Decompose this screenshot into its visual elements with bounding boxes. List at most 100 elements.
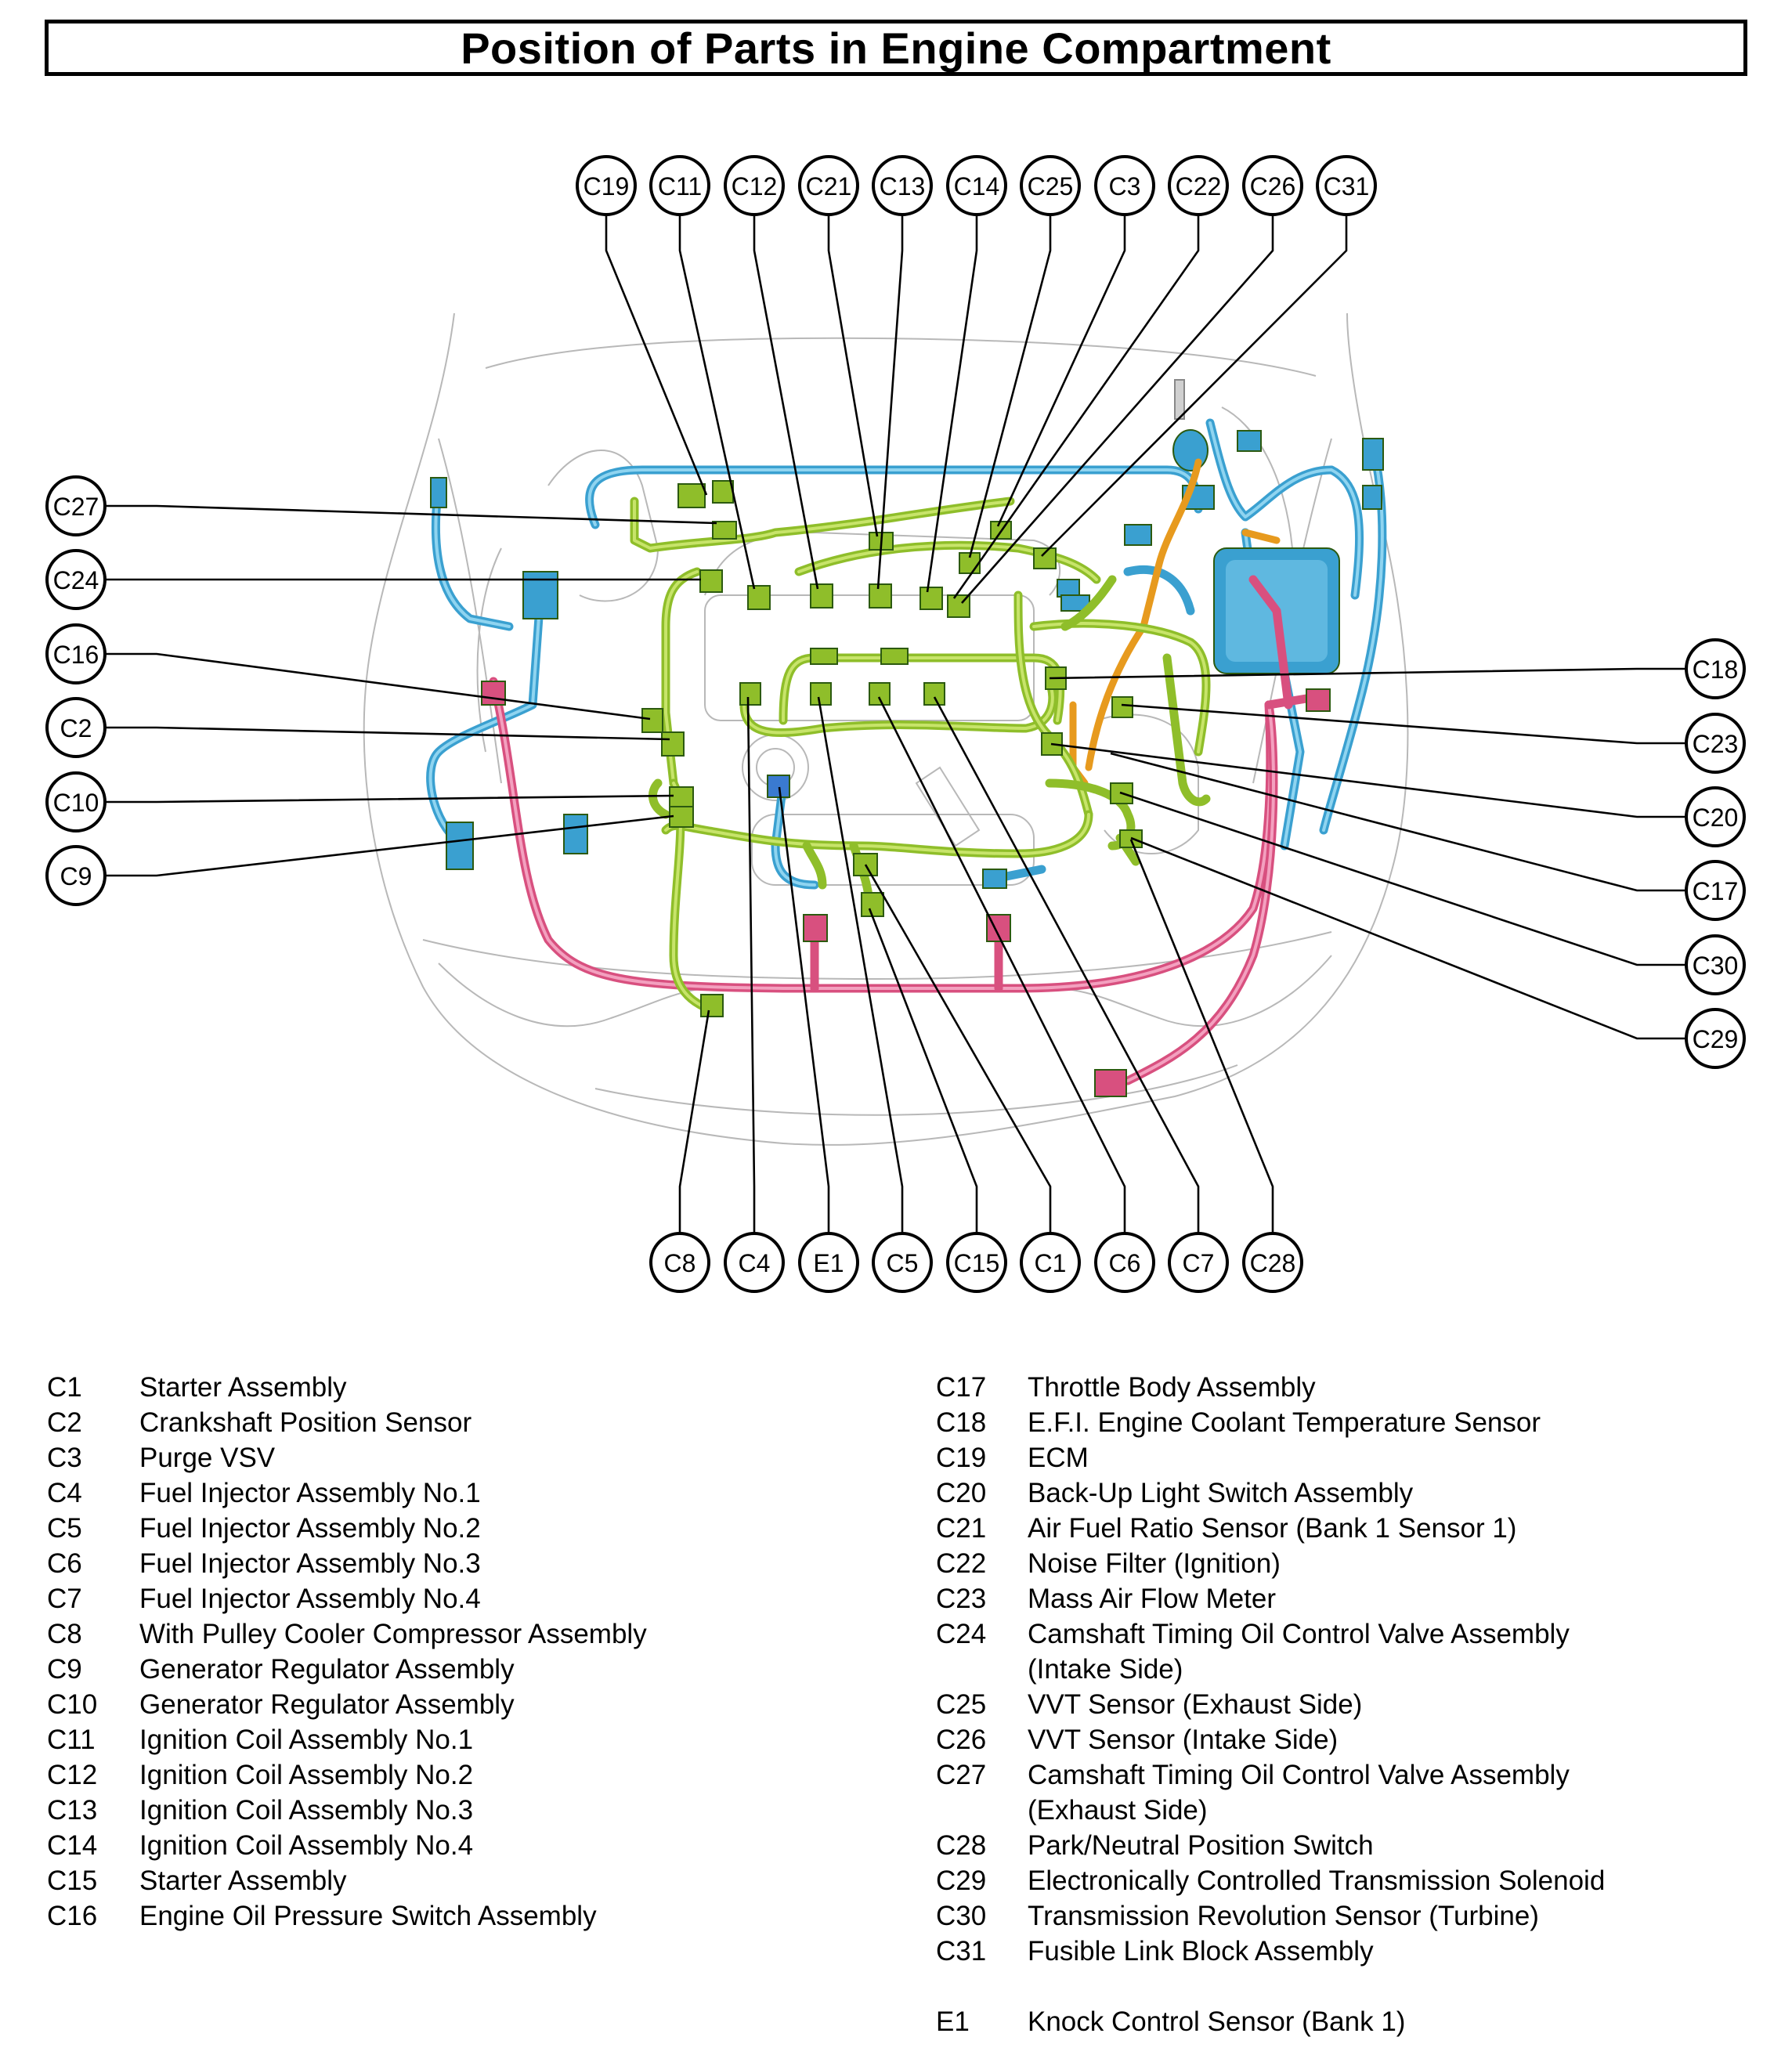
legend-code: C29: [936, 1865, 987, 1896]
callout-circle: [1685, 860, 1746, 921]
callout-circle: [1685, 934, 1746, 995]
leaders-left: [103, 504, 717, 877]
legend-description: Back-Up Light Switch Assembly: [1028, 1478, 1414, 1508]
callout-c30: C30: [1685, 934, 1746, 995]
legend-code: C10: [47, 1689, 98, 1720]
callout-circle: [45, 475, 107, 536]
legend-code: C2: [47, 1407, 82, 1438]
callout-circle: [1168, 155, 1229, 216]
page-title: Position of Parts in Engine Compartment: [461, 23, 1331, 73]
green-connectors: [641, 480, 1143, 1017]
legend-code: C6: [47, 1548, 82, 1579]
callout-circle: [724, 1232, 785, 1293]
legend-description: ECM: [1028, 1443, 1089, 1473]
legend-code: C31: [936, 1936, 987, 1967]
callout-circle: [1020, 1232, 1081, 1293]
callout-label: C10: [53, 789, 99, 817]
legend-description: Ignition Coil Assembly No.1: [139, 1725, 474, 1755]
legend-code: C4: [47, 1478, 82, 1508]
callout-circle: [798, 1232, 859, 1293]
callout-circle: [1020, 155, 1081, 216]
callout-label: C30: [1693, 952, 1739, 980]
callout-c6: C6: [1094, 1232, 1155, 1293]
callout-circle: [872, 1232, 933, 1293]
legend-description: Ignition Coil Assembly No.4: [139, 1830, 474, 1861]
title-box: Position of Parts in Engine Compartment: [45, 20, 1747, 76]
callout-c19: C19: [576, 155, 637, 216]
legend-description: E.F.I. Engine Coolant Temperature Sensor: [1028, 1407, 1541, 1438]
callout-circle: [1685, 1008, 1746, 1069]
legend-code: C27: [936, 1760, 987, 1790]
harness-pink: [481, 575, 1331, 1097]
callout-c14: C14: [946, 155, 1007, 216]
legend-code: C21: [936, 1513, 987, 1544]
callout-label: C19: [583, 172, 630, 200]
callout-label: C13: [880, 172, 926, 200]
callout-circle: [649, 1232, 710, 1293]
callout-label: C26: [1250, 172, 1296, 200]
vehicle-outline: [363, 312, 1409, 1146]
callout-label: C16: [53, 641, 99, 669]
legend-code: C11: [47, 1725, 96, 1755]
legend-description: Engine Oil Pressure Switch Assembly: [139, 1901, 597, 1931]
callout-label: C24: [53, 566, 99, 594]
callout-c20: C20: [1685, 786, 1746, 847]
legend-code: C15: [47, 1865, 98, 1896]
legend-description: Fusible Link Block Assembly: [1028, 1936, 1374, 1967]
callout-c8: C8: [649, 1232, 710, 1293]
callout-c10: C10: [45, 771, 107, 832]
callout-circle: [1094, 1232, 1155, 1293]
callout-circle: [946, 155, 1007, 216]
legend-code: C7: [47, 1584, 82, 1614]
callout-label: C3: [1109, 172, 1141, 200]
callout-c5: C5: [872, 1232, 933, 1293]
callout-circle: [1685, 713, 1746, 774]
callout-label: C9: [60, 862, 92, 890]
callout-c29: C29: [1685, 1008, 1746, 1069]
callout-c7: C7: [1168, 1232, 1229, 1293]
callout-label: C18: [1693, 656, 1739, 684]
legend-description: Knock Control Sensor (Bank 1): [1028, 2006, 1406, 2037]
callout-label: C23: [1693, 730, 1739, 758]
legend-description: Electronically Controlled Transmission S…: [1028, 1865, 1606, 1896]
callout-circle: [798, 155, 859, 216]
legend-description: Throttle Body Assembly: [1028, 1372, 1316, 1403]
callout-circle: [576, 155, 637, 216]
legend-code: C12: [47, 1760, 98, 1790]
legend-description: Park/Neutral Position Switch: [1028, 1830, 1374, 1861]
legend-code: C25: [936, 1689, 987, 1720]
legend-code: C18: [936, 1407, 987, 1438]
legend-description: Transmission Revolution Sensor (Turbine): [1028, 1901, 1539, 1931]
legend-code: C20: [936, 1478, 987, 1508]
callout-label: C2: [60, 714, 92, 742]
callout-c16: C16: [45, 623, 107, 684]
legend-code: C3: [47, 1443, 82, 1473]
callout-circle: [45, 845, 107, 906]
callout-c4: C4: [724, 1232, 785, 1293]
callout-c25: C25: [1020, 155, 1081, 216]
callout-label: C17: [1693, 877, 1739, 905]
callout-label: C21: [806, 172, 852, 200]
legend-description: Air Fuel Ratio Sensor (Bank 1 Sensor 1): [1028, 1513, 1517, 1544]
callout-c31: C31: [1316, 155, 1377, 216]
callout-label: C15: [954, 1249, 1000, 1277]
callout-circle: [1242, 1232, 1303, 1293]
callout-circle: [1242, 155, 1303, 216]
legend-description: Fuel Injector Assembly No.3: [139, 1548, 481, 1579]
callout-label: C11: [658, 172, 702, 200]
callout-circle: [45, 623, 107, 684]
callout-label: C7: [1183, 1249, 1215, 1277]
callout-label: C1: [1035, 1249, 1067, 1277]
legend-code: C9: [47, 1654, 82, 1685]
legend-code: C5: [47, 1513, 82, 1544]
callout-label: C31: [1324, 172, 1370, 200]
legend-code: C26: [936, 1725, 987, 1755]
callout-label: C5: [887, 1249, 919, 1277]
callout-c17: C17: [1685, 860, 1746, 921]
callout-c11: C11: [649, 155, 710, 216]
legend-description: Noise Filter (Ignition): [1028, 1548, 1281, 1579]
